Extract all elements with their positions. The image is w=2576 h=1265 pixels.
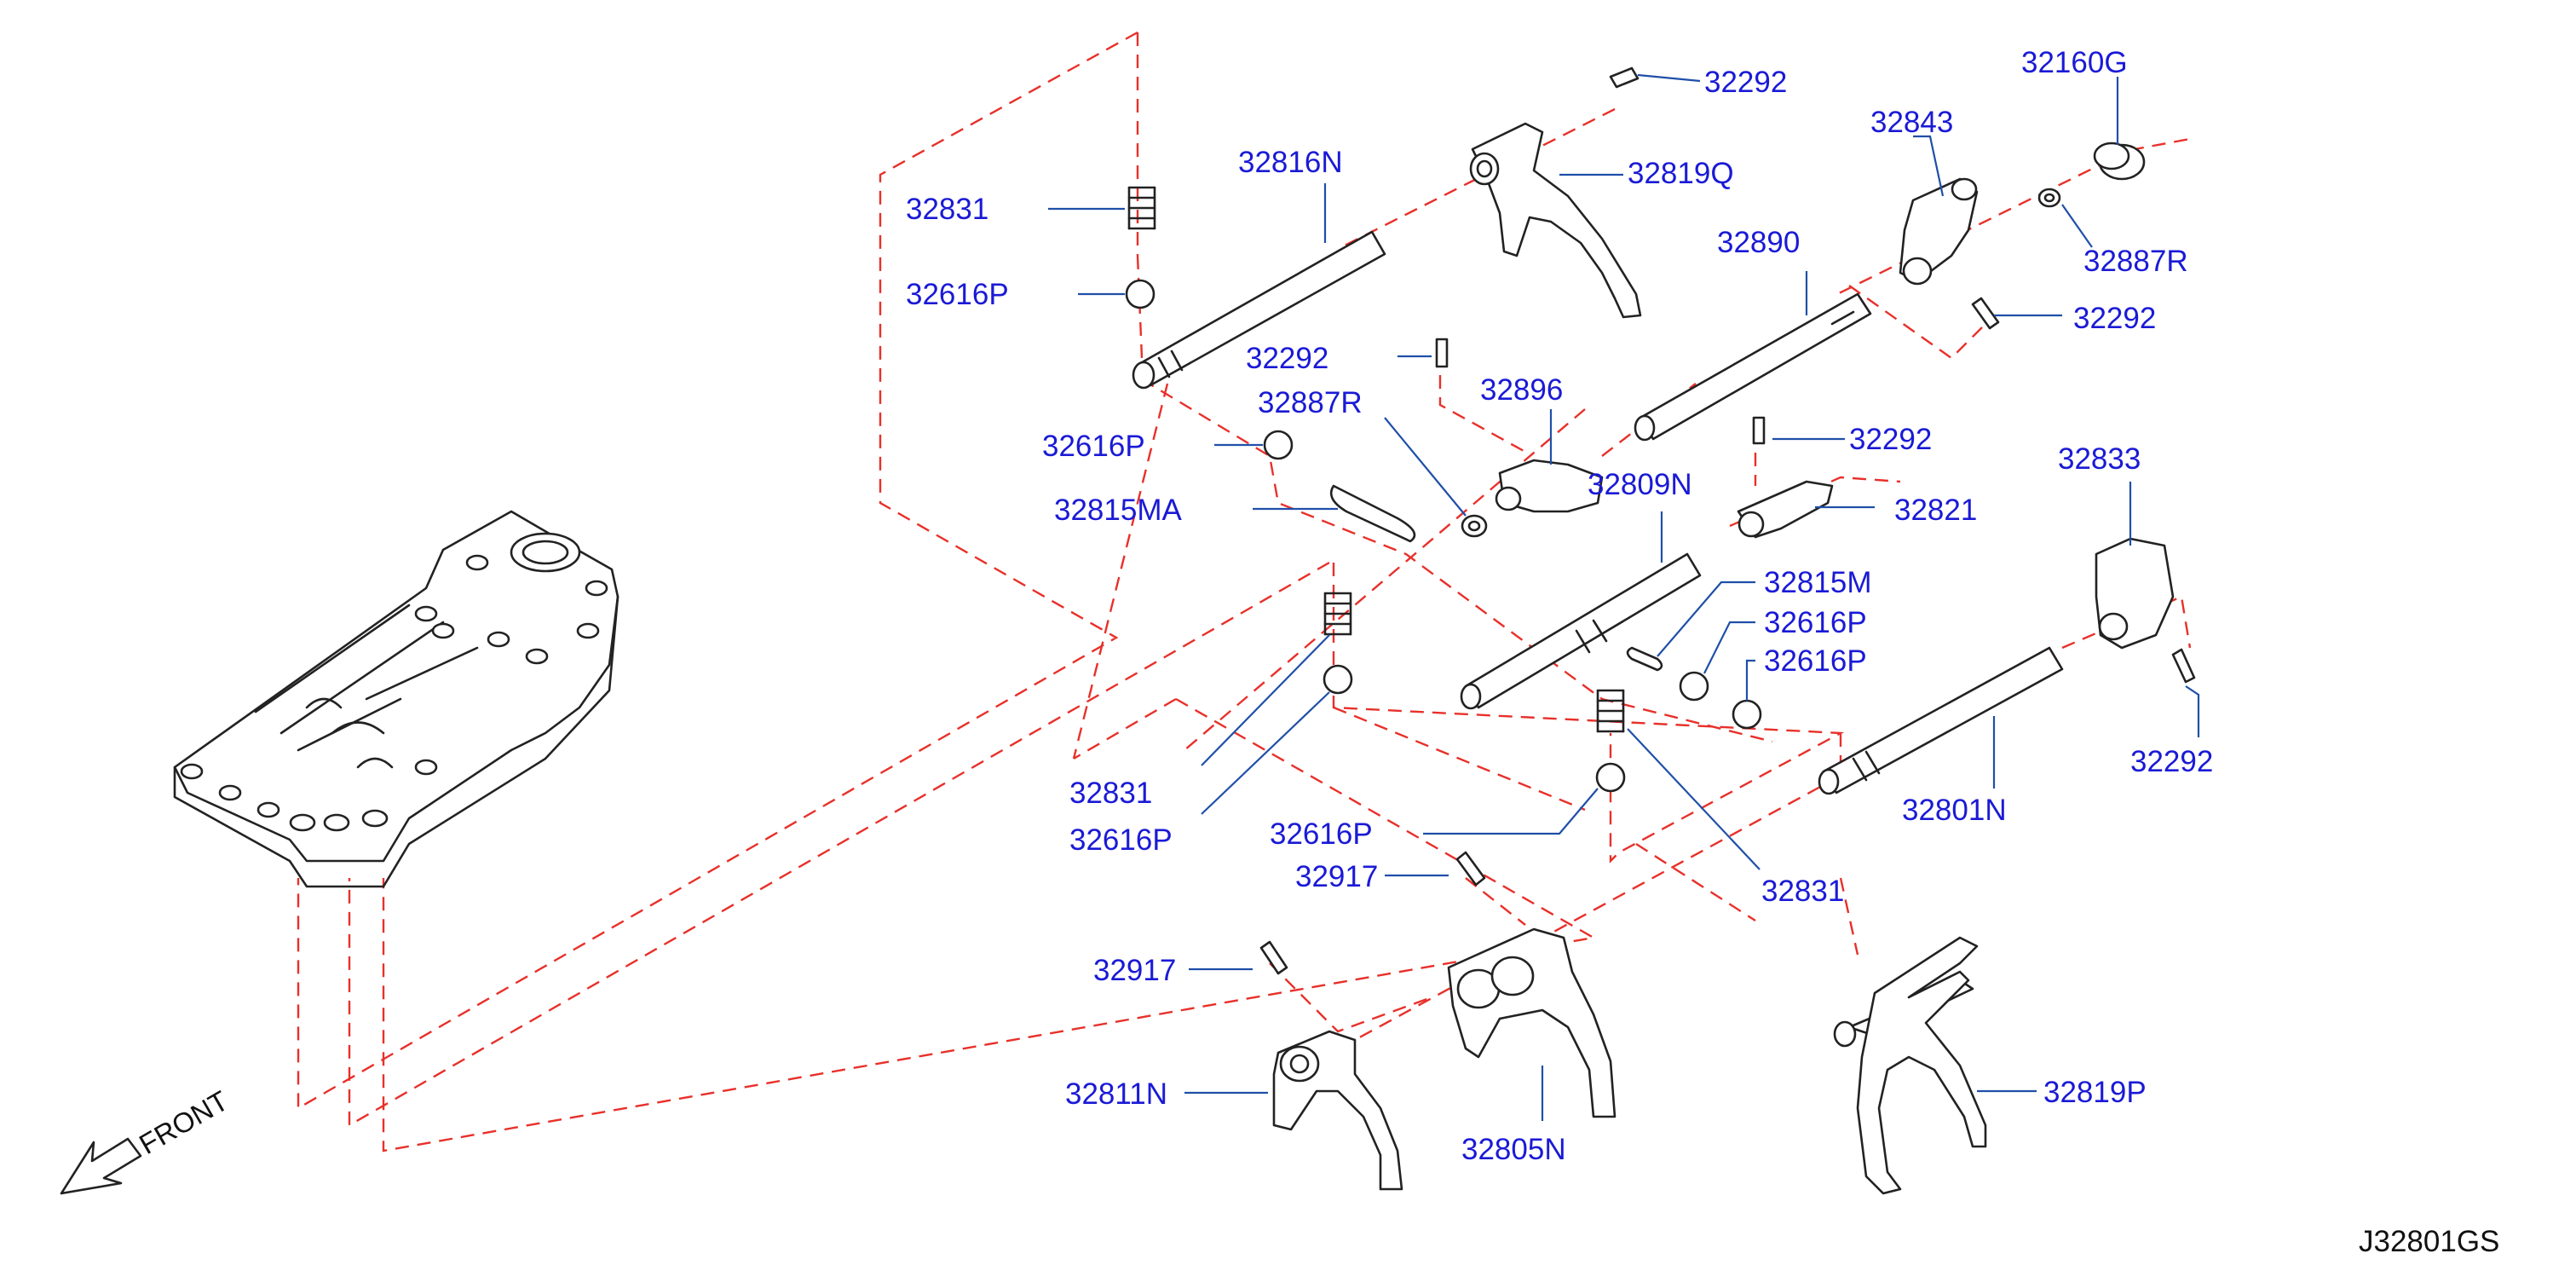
label-32292: 32292 xyxy=(1246,342,1328,375)
label-32819P: 32819P xyxy=(2043,1076,2147,1109)
label-32890: 32890 xyxy=(1717,226,1800,259)
spring-32831-mid xyxy=(1323,592,1352,636)
label-32805N: 32805N xyxy=(1461,1133,1566,1166)
label-32616P: 32616P xyxy=(1270,817,1373,851)
shift-fork-32805N xyxy=(1447,927,1616,1118)
spring-32831-top xyxy=(1127,186,1156,230)
bushing-32160G xyxy=(2093,142,2146,181)
washer-32887R-top xyxy=(2037,188,2061,208)
leader-lines xyxy=(1048,73,2200,1121)
label-32809N: 32809N xyxy=(1588,468,1692,501)
reference-code: J32801GS xyxy=(2359,1225,2499,1258)
plunger-32815MA xyxy=(1329,484,1416,543)
label-32811N: 32811N xyxy=(1065,1077,1167,1111)
label-32887R: 32887R xyxy=(2083,245,2188,278)
label-32616P: 32616P xyxy=(1042,430,1145,463)
front-label: FRONT xyxy=(134,1084,233,1160)
label-32917: 32917 xyxy=(1295,860,1378,893)
lug-32833 xyxy=(2095,537,2175,650)
part-labels: 32292 32160G 32843 32816N 32819Q 32831 3… xyxy=(906,46,2213,1166)
label-32831: 32831 xyxy=(1069,777,1152,810)
label-32843: 32843 xyxy=(1870,106,1953,139)
label-32819Q: 32819Q xyxy=(1628,157,1734,190)
front-arrow-icon xyxy=(60,1137,142,1195)
plunger-32815M xyxy=(1626,646,1663,672)
shift-fork-32819Q xyxy=(1469,122,1642,319)
label-32896: 32896 xyxy=(1480,373,1563,407)
label-32917: 32917 xyxy=(1093,954,1176,987)
pins xyxy=(1259,66,2196,975)
label-32821: 32821 xyxy=(1894,494,1977,527)
label-32816N: 32816N xyxy=(1238,146,1343,179)
label-32292: 32292 xyxy=(1704,66,1787,99)
shift-lug-32843 xyxy=(1899,177,1979,286)
label-32815M: 32815M xyxy=(1764,566,1871,599)
washer-32887R-mid xyxy=(1461,514,1488,538)
label-32616P: 32616P xyxy=(1764,644,1867,678)
label-32831: 32831 xyxy=(906,193,988,226)
label-32292: 32292 xyxy=(2073,302,2156,335)
shift-rod-32801N xyxy=(1818,646,2064,795)
cover-plate xyxy=(173,510,620,888)
shift-rod-32809N xyxy=(1460,552,1702,710)
label-32801N: 32801N xyxy=(1902,794,2007,827)
label-32292: 32292 xyxy=(1849,423,1932,456)
label-32887R: 32887R xyxy=(1258,386,1363,419)
spring-32831-low xyxy=(1596,689,1625,733)
shift-rod-32890 xyxy=(1634,292,1872,442)
label-32616P: 32616P xyxy=(1764,606,1867,639)
shift-fork-32819P xyxy=(1833,936,1987,1195)
label-32160G: 32160G xyxy=(2021,46,2128,79)
check-balls-32616P xyxy=(1125,279,1762,793)
label-32616P: 32616P xyxy=(906,278,1009,311)
label-32831: 32831 xyxy=(1761,875,1844,908)
lug-32821 xyxy=(1737,480,1834,539)
lug-32896 xyxy=(1495,459,1604,513)
label-32292: 32292 xyxy=(2130,745,2213,778)
label-32616P: 32616P xyxy=(1069,823,1173,857)
shift-fork-32811N xyxy=(1272,1030,1403,1191)
label-32815MA: 32815MA xyxy=(1054,494,1182,527)
shift-rod-32816N xyxy=(1132,230,1386,390)
label-32833: 32833 xyxy=(2058,442,2141,476)
